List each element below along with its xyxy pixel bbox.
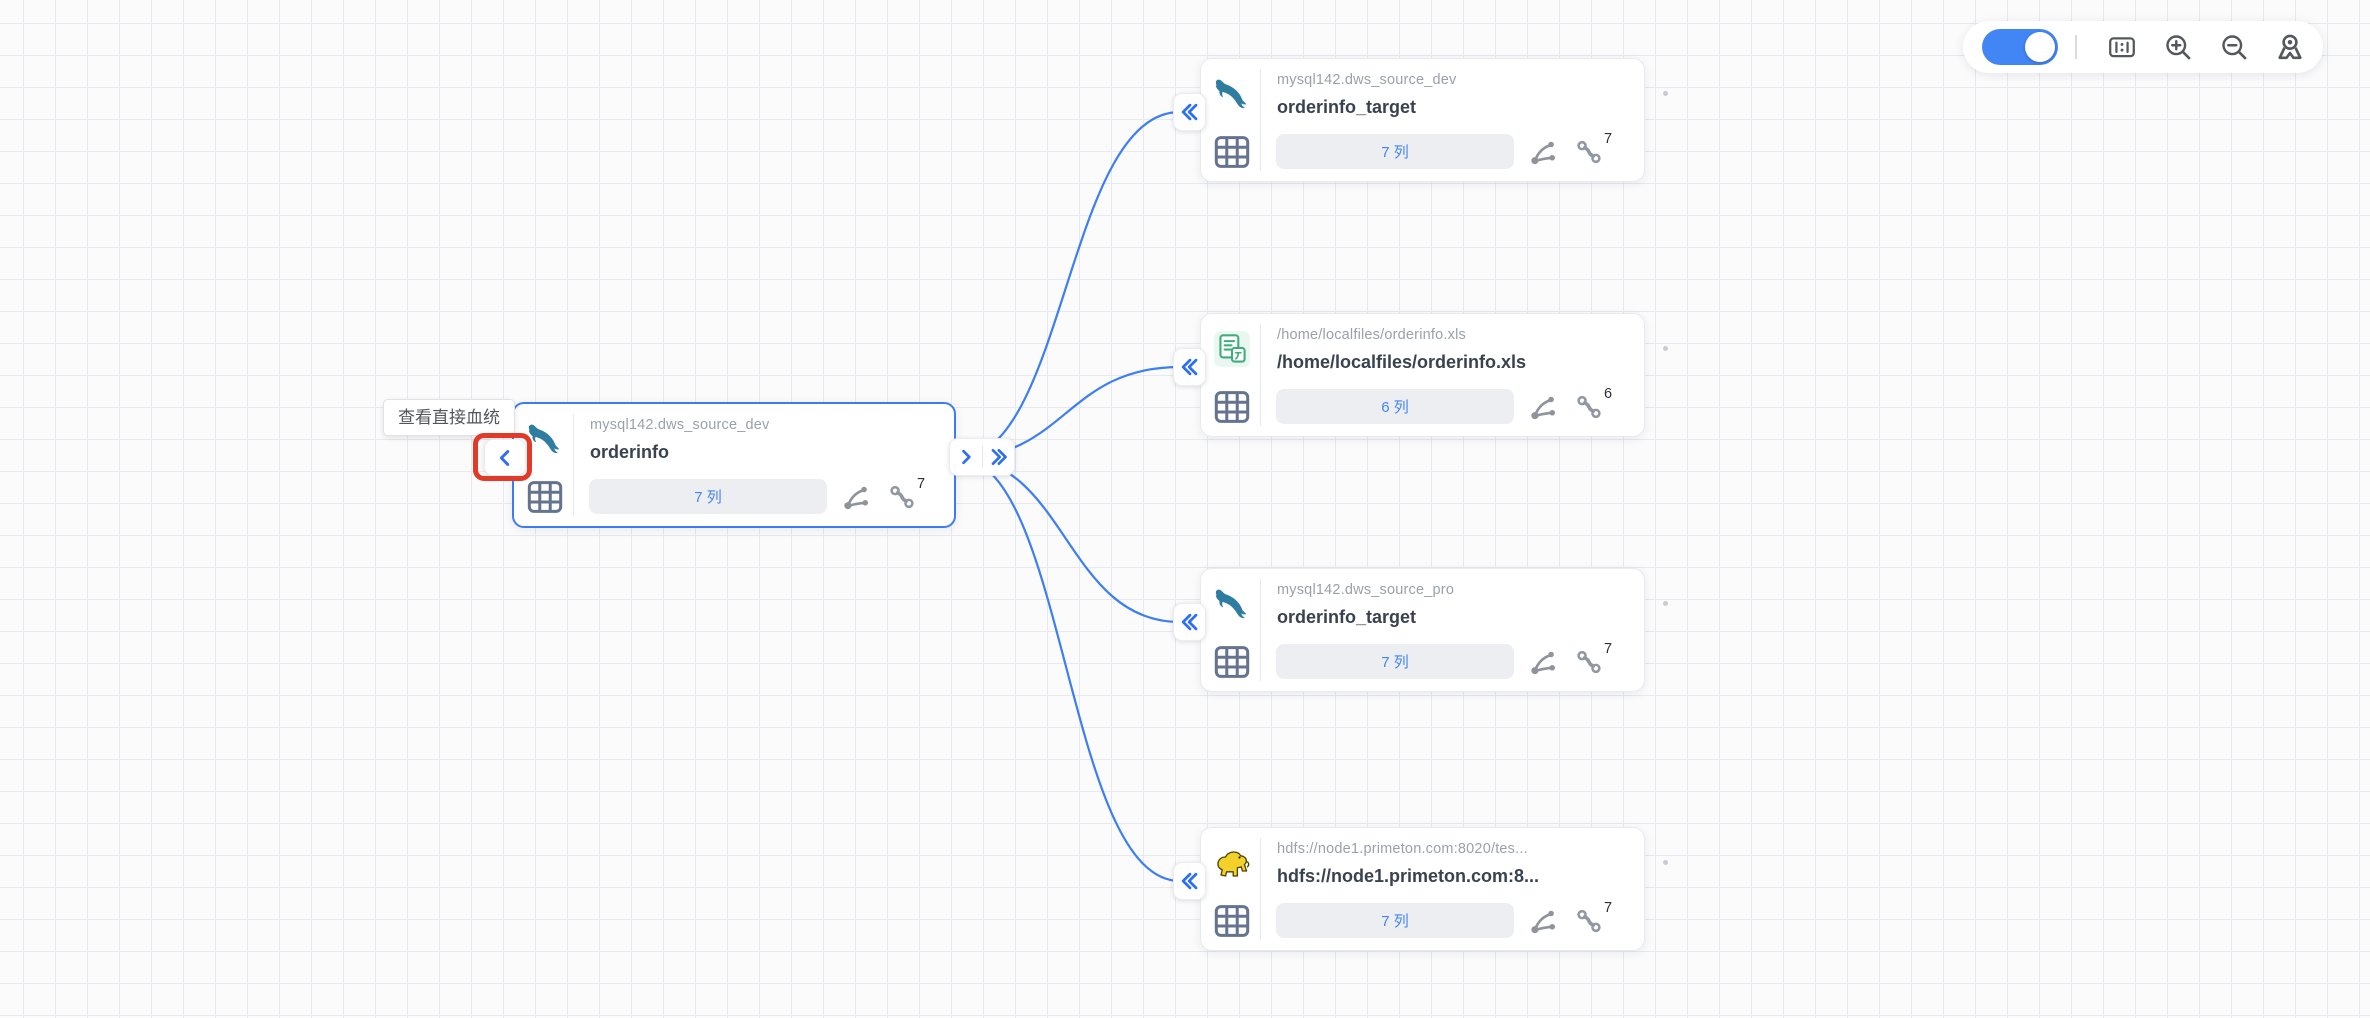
edge [957, 456, 1181, 883]
table-node-orderinfo-target-dev[interactable]: mysql142.dws_source_dev orderinfo_target… [1200, 58, 1645, 182]
table-grid-icon [526, 480, 564, 514]
impact-analysis-icon[interactable] [1526, 137, 1560, 169]
table-grid-icon [1213, 390, 1251, 424]
expand-downstream-all-button[interactable] [982, 439, 1014, 475]
node-datasource: mysql142.dws_source_dev [590, 417, 770, 433]
node-datasource: /home/localfiles/orderinfo.xls [1277, 327, 1466, 343]
node-divider [573, 414, 574, 516]
node-datasource: mysql142.dws_source_pro [1277, 582, 1455, 598]
impact-analysis-icon[interactable] [1526, 392, 1560, 424]
node-title: orderinfo [590, 442, 669, 462]
link-relations-icon[interactable] [1572, 137, 1606, 169]
mysql-icon [1211, 71, 1253, 117]
impact-analysis-icon[interactable] [839, 482, 873, 514]
tooltip-view-direct-lineage: 查看直接血统 [383, 399, 515, 436]
output-port-dot [1663, 860, 1668, 865]
columns-count-pill[interactable]: 7 列 [1276, 903, 1514, 938]
table-node-orderinfo[interactable]: mysql142.dws_source_dev orderinfo 7 列 7 [512, 402, 956, 528]
expand-upstream-button[interactable] [484, 439, 526, 476]
actual-size-button[interactable] [2102, 27, 2142, 67]
zoom-out-button[interactable] [2214, 27, 2254, 67]
link-count: 7 [1604, 131, 1613, 147]
impact-analysis-icon[interactable] [1526, 906, 1560, 938]
edge [957, 456, 1181, 624]
node-divider [1260, 838, 1261, 940]
table-grid-icon [1213, 645, 1251, 679]
zoom-in-button[interactable] [2158, 27, 2198, 67]
table-node-orderinfo-target-pro[interactable]: mysql142.dws_source_pro orderinfo_target… [1200, 568, 1645, 692]
mysql-icon [524, 416, 566, 462]
canvas-toolbar [1963, 21, 2323, 73]
toolbar-divider [2075, 35, 2077, 59]
collapse-upstream-button[interactable] [1173, 603, 1206, 641]
columns-count-pill[interactable]: 6 列 [1276, 389, 1514, 424]
node-datasource: mysql142.dws_source_dev [1277, 72, 1457, 88]
columns-count-pill[interactable]: 7 列 [1276, 134, 1514, 169]
node-divider [1260, 69, 1261, 171]
collapse-upstream-button[interactable] [1173, 93, 1206, 131]
columns-count-pill[interactable]: 7 列 [1276, 644, 1514, 679]
node-title: orderinfo_target [1277, 607, 1417, 627]
table-grid-icon [1213, 135, 1251, 169]
output-port-dot [1663, 91, 1668, 96]
node-divider [1260, 324, 1261, 426]
file-node-orderinfo-xls[interactable]: /home/localfiles/orderinfo.xls /home/loc… [1200, 313, 1645, 437]
expand-downstream-one-button[interactable] [950, 439, 982, 475]
columns-count-pill[interactable]: 7 列 [589, 479, 827, 514]
node-title: hdfs://node1.primeton.com:8... [1277, 866, 1540, 886]
collapse-upstream-button[interactable] [1173, 348, 1206, 386]
link-count: 7 [917, 476, 926, 492]
output-port-dot [1663, 346, 1668, 351]
expand-downstream-group [949, 438, 1015, 476]
toggle-knob [2025, 32, 2055, 62]
table-grid-icon [1213, 904, 1251, 938]
link-count: 6 [1604, 386, 1613, 402]
node-title: /home/localfiles/orderinfo.xls [1277, 352, 1527, 372]
link-count: 7 [1604, 641, 1613, 657]
collapse-upstream-button[interactable] [1173, 862, 1206, 900]
lineage-display-toggle[interactable] [1982, 29, 2058, 65]
link-relations-icon[interactable] [885, 482, 919, 514]
node-divider [1260, 579, 1261, 681]
excel-file-icon [1211, 326, 1253, 372]
impact-analysis-icon[interactable] [1526, 647, 1560, 679]
mysql-icon [1211, 581, 1253, 627]
file-node-hdfs[interactable]: hdfs://node1.primeton.com:8020/tes... hd… [1200, 827, 1645, 951]
node-title: orderinfo_target [1277, 97, 1417, 117]
node-datasource: hdfs://node1.primeton.com:8020/tes... [1277, 841, 1528, 857]
divider [981, 446, 983, 468]
output-port-dot [1663, 601, 1668, 606]
link-relations-icon[interactable] [1572, 647, 1606, 679]
link-relations-icon[interactable] [1572, 906, 1606, 938]
hadoop-icon [1211, 840, 1253, 886]
link-relations-icon[interactable] [1572, 392, 1606, 424]
locate-button[interactable] [2270, 27, 2310, 67]
edge [957, 110, 1181, 460]
link-count: 7 [1604, 900, 1613, 916]
